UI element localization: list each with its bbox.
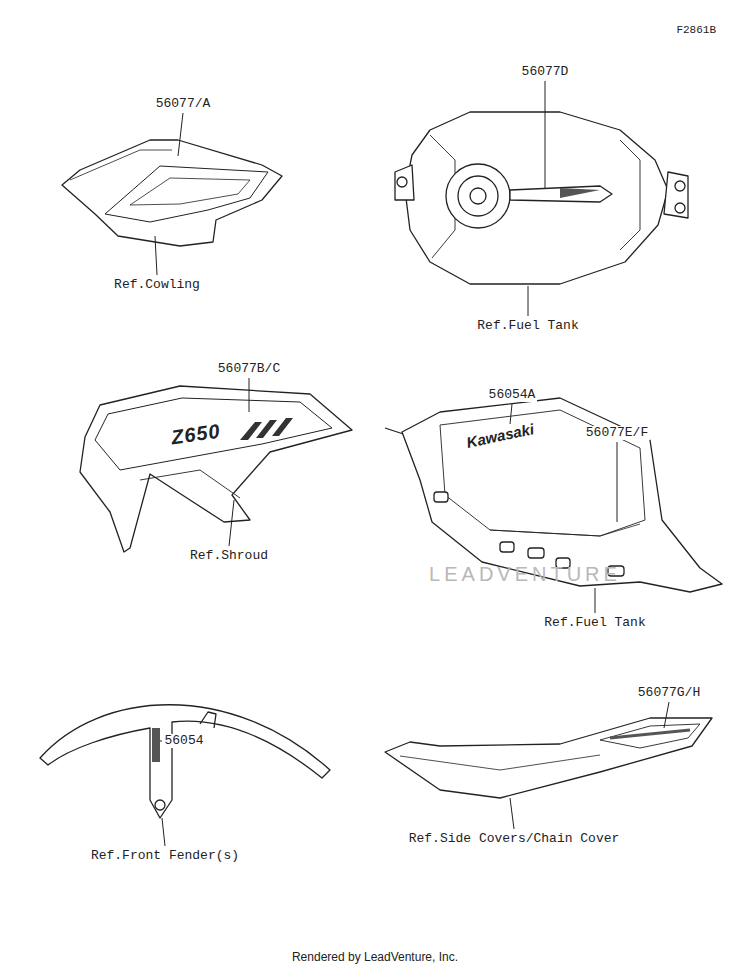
callout-number: 56077B/C bbox=[216, 362, 282, 377]
figure-code: F2861B bbox=[674, 24, 718, 37]
fuel-tank-side-drawing bbox=[385, 398, 722, 592]
cowling-drawing bbox=[62, 140, 282, 246]
footer-credit: Rendered by LeadVenture, Inc. bbox=[290, 951, 460, 965]
leader-lines bbox=[155, 81, 669, 846]
callout-number: 56077G/H bbox=[636, 686, 702, 701]
reference-label: Ref.Fuel Tank bbox=[542, 616, 647, 631]
reference-label: Ref.Cowling bbox=[112, 278, 202, 293]
decal-text: Kawasaki bbox=[463, 420, 537, 452]
shroud-drawing bbox=[80, 386, 352, 552]
callout-number: 56054A bbox=[487, 388, 538, 403]
front-fender-drawing bbox=[40, 705, 330, 818]
reference-label: Ref.Shroud bbox=[188, 549, 270, 564]
side-covers-drawing bbox=[385, 718, 712, 798]
fuel-tank-top-drawing bbox=[395, 112, 688, 284]
callout-number: 56077/A bbox=[154, 97, 213, 112]
callout-number: 56077D bbox=[520, 65, 571, 80]
callout-number: 56077E/F bbox=[584, 426, 650, 441]
reference-label: Ref.Fuel Tank bbox=[475, 319, 580, 334]
watermark: LEADVENTURE bbox=[427, 563, 623, 586]
reference-label: Ref.Side Covers/Chain Cover bbox=[407, 832, 622, 847]
callout-number: 56054 bbox=[162, 734, 205, 749]
reference-label: Ref.Front Fender(s) bbox=[89, 849, 241, 864]
decal-text: Z650 bbox=[168, 419, 224, 449]
